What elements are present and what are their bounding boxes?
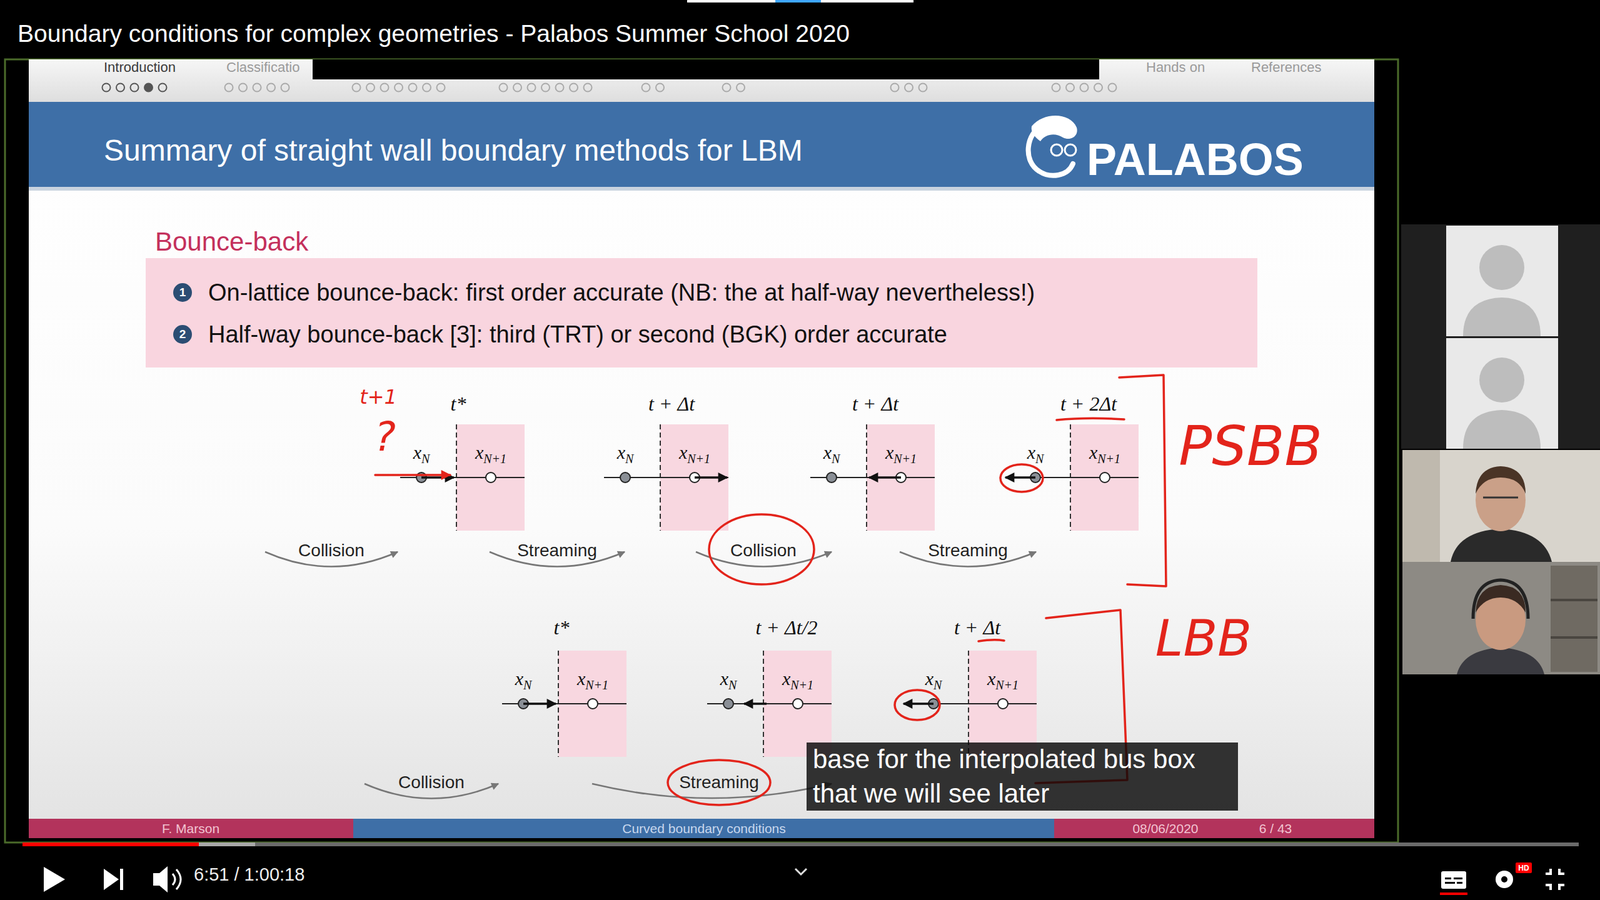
nav-bar bbox=[28, 59, 1375, 102]
footer-band: Curved boundary conditions bbox=[353, 819, 1055, 839]
node-label: xN+1 bbox=[679, 442, 711, 467]
top-marker bbox=[775, 0, 821, 3]
node-label: xN bbox=[413, 442, 431, 467]
node-label: xN+1 bbox=[782, 668, 814, 693]
top-marker bbox=[687, 0, 914, 3]
step-label: Streaming bbox=[517, 540, 598, 561]
footer-band: F. Marson bbox=[28, 819, 354, 839]
handwritten-note: ? bbox=[374, 414, 396, 461]
node-label: xN bbox=[925, 668, 943, 693]
list-item: Half-way bounce-back [3]: third (TRT) or… bbox=[208, 321, 948, 349]
subtitle-text: base for the interpolated bus box that w… bbox=[812, 742, 1232, 811]
nav-dots bbox=[102, 83, 1117, 92]
slide bbox=[28, 59, 1375, 839]
subtitle-box: base for the interpolated bus box that w… bbox=[806, 742, 1238, 811]
info-box: Bounce-backOn-lattice bounce-back: first… bbox=[145, 258, 1258, 368]
player-controls bbox=[22, 842, 1579, 896]
lattice-cell: xN+1 bbox=[456, 424, 525, 531]
step-label: Streaming bbox=[679, 772, 760, 793]
nav-section: Classificatio bbox=[226, 59, 300, 76]
node-label: xN+1 bbox=[987, 668, 1019, 693]
time-label: t* bbox=[450, 392, 467, 416]
palabos-logo bbox=[1028, 115, 1078, 176]
step-label: Streaming bbox=[927, 540, 1008, 561]
header-ground bbox=[28, 101, 1375, 187]
time-label: t + Δt/2 bbox=[755, 616, 818, 640]
cover-bar bbox=[312, 59, 1100, 80]
time-label: t + Δt bbox=[954, 616, 1001, 640]
node-label: xN bbox=[823, 442, 841, 467]
footer-text: Curved boundary conditions bbox=[622, 821, 786, 837]
step-label: Collision bbox=[730, 540, 797, 561]
time-display: 6:51 / 1:00:18 bbox=[193, 864, 305, 886]
video-title: Boundary conditions for complex geometri… bbox=[17, 20, 850, 48]
lattice-cell: xN+1 bbox=[763, 650, 832, 758]
nav-section: References bbox=[1251, 59, 1322, 76]
footer-text: 08/06/2020 bbox=[1132, 821, 1198, 837]
box-heading: Bounce-back bbox=[155, 226, 309, 257]
participant-tiles bbox=[1401, 224, 1600, 675]
frame-border bbox=[5, 59, 1399, 843]
handwritten-note: PSBB bbox=[1178, 414, 1323, 478]
node-label: xN+1 bbox=[577, 668, 609, 693]
step-label: Collision bbox=[298, 540, 365, 561]
lattice-cell: xN+1 bbox=[558, 650, 627, 758]
time-label: t* bbox=[553, 616, 570, 640]
quality-badge: HD bbox=[1518, 864, 1529, 873]
node-label: xN bbox=[617, 442, 634, 467]
bullet-number: 1 bbox=[173, 283, 192, 302]
page-number: 6 / 43 bbox=[1259, 821, 1293, 837]
header-band: Summary of straight wall boundary method… bbox=[28, 101, 1375, 187]
pen-annotations bbox=[375, 375, 1167, 806]
logo-text: PALABOS bbox=[1086, 133, 1304, 186]
time-label: t + Δt bbox=[648, 392, 695, 416]
nav-section: Hands on bbox=[1146, 59, 1205, 76]
bullet-number: 2 bbox=[173, 325, 192, 344]
footer-text: F. Marson bbox=[161, 821, 220, 837]
node-label: xN bbox=[515, 668, 533, 693]
lattice-cell: xN+1 bbox=[1070, 424, 1139, 531]
footer-band: 08/06/2020 6 / 43 bbox=[1054, 819, 1375, 839]
lattice-cell: xN+1 bbox=[968, 650, 1037, 758]
handwritten-note: t+1 bbox=[359, 385, 398, 409]
node-label: xN bbox=[720, 668, 738, 693]
nav-section: Introduction bbox=[103, 59, 176, 76]
node-label: xN+1 bbox=[475, 442, 507, 467]
step-label: Collision bbox=[398, 772, 465, 793]
slide-title: Summary of straight wall boundary method… bbox=[103, 133, 803, 168]
time-label: t + 2Δt bbox=[1060, 392, 1117, 416]
node-label: xN+1 bbox=[1089, 442, 1121, 467]
header-shadow bbox=[28, 186, 1375, 191]
handwritten-note: LBB bbox=[1155, 610, 1252, 668]
lattice-cell: xN+1 bbox=[866, 424, 935, 531]
time-label: t + Δt bbox=[852, 392, 899, 416]
lattice-cell: xN+1 bbox=[660, 424, 729, 531]
list-item: On-lattice bounce-back: first order accu… bbox=[208, 279, 1035, 307]
node-label: xN+1 bbox=[885, 442, 917, 467]
node-label: xN bbox=[1027, 442, 1045, 467]
